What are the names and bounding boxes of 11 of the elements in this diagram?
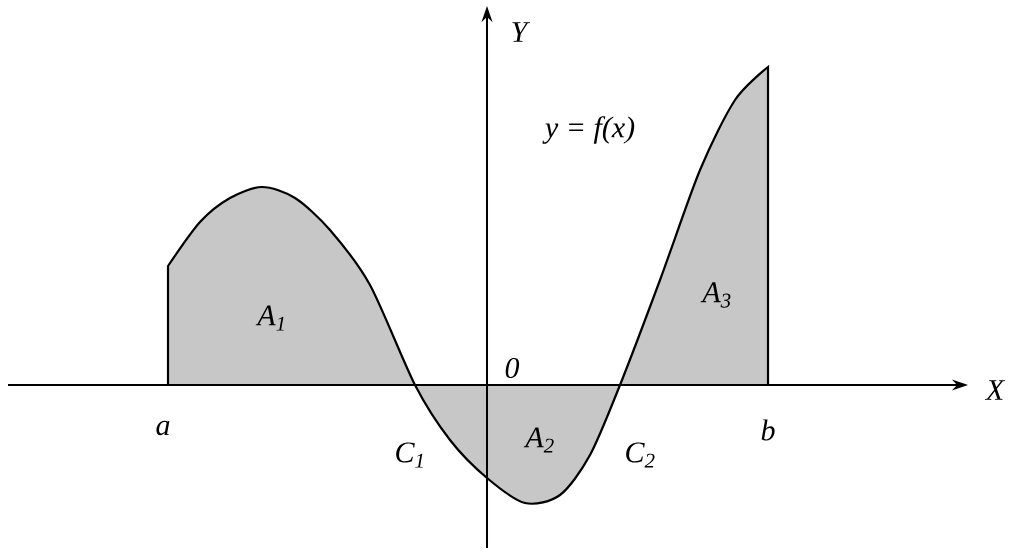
area-label: A$_{3}$ <box>700 282 731 308</box>
area-label: A$_{1}$ <box>255 305 284 331</box>
area-label: A$_{2}$ <box>523 427 554 453</box>
root-label: C$_{2}$ <box>626 442 655 468</box>
origin-label: 0 <box>505 357 520 379</box>
bound-label: b <box>761 419 775 441</box>
bound-label: a <box>156 420 170 436</box>
axis-label: Y <box>512 22 530 42</box>
axis-label: X <box>984 380 1006 400</box>
root-label: C$_{1}$ <box>396 442 423 468</box>
function-label: y = f(x) <box>542 116 635 144</box>
